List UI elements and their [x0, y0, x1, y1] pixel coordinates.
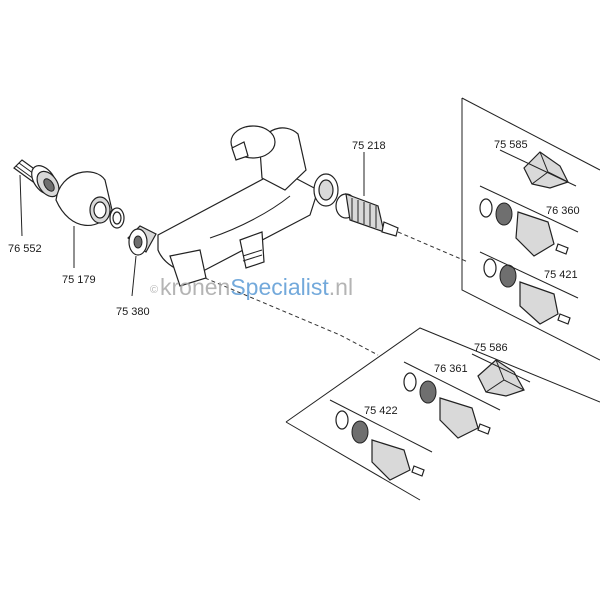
label-75380: 75 380 [116, 306, 150, 318]
panel-lower-right: 75 586 76 361 75 422 [285, 327, 600, 501]
part-76361-knob-set [403, 372, 491, 439]
assembly-line-lower [204, 277, 379, 356]
part-75586-handle [477, 359, 525, 397]
part-75421-knob-set [483, 258, 571, 325]
svg-text:kronenSpecialist.nl: kronenSpecialist.nl [160, 274, 353, 300]
part-75422-knob-set [335, 410, 425, 481]
label-76361: 76 361 [434, 363, 468, 375]
panel-upper-right: 75 585 76 360 75 421 [461, 97, 600, 361]
label-76552: 76 552 [8, 243, 42, 255]
label-75586: 75 586 [474, 342, 508, 354]
watermark-specialist: Specialist [230, 274, 329, 300]
label-75218: 75 218 [352, 140, 386, 152]
part-75179-rosette [55, 171, 125, 229]
part-75380-nut [127, 225, 157, 256]
part-76360-knob-set [479, 198, 569, 257]
mixer-body [157, 125, 339, 287]
label-75421: 75 421 [544, 269, 578, 281]
leader-75380 [131, 255, 137, 297]
label-75422: 75 422 [364, 405, 398, 417]
watermark: © kronenSpecialist.nl [150, 274, 353, 300]
label-75179: 75 179 [62, 274, 96, 286]
watermark-copyright: © [150, 284, 158, 296]
part-75218-cartridge [335, 193, 399, 237]
watermark-kronen: kronen [160, 274, 230, 300]
label-76360: 76 360 [546, 205, 580, 217]
assembly-line-upper [397, 231, 469, 263]
watermark-nl: .nl [329, 274, 353, 300]
part-75585-handle [523, 151, 569, 189]
part-76552-eccentric-connector [13, 159, 60, 198]
leader-76552 [19, 174, 23, 237]
label-75585: 75 585 [494, 139, 528, 151]
